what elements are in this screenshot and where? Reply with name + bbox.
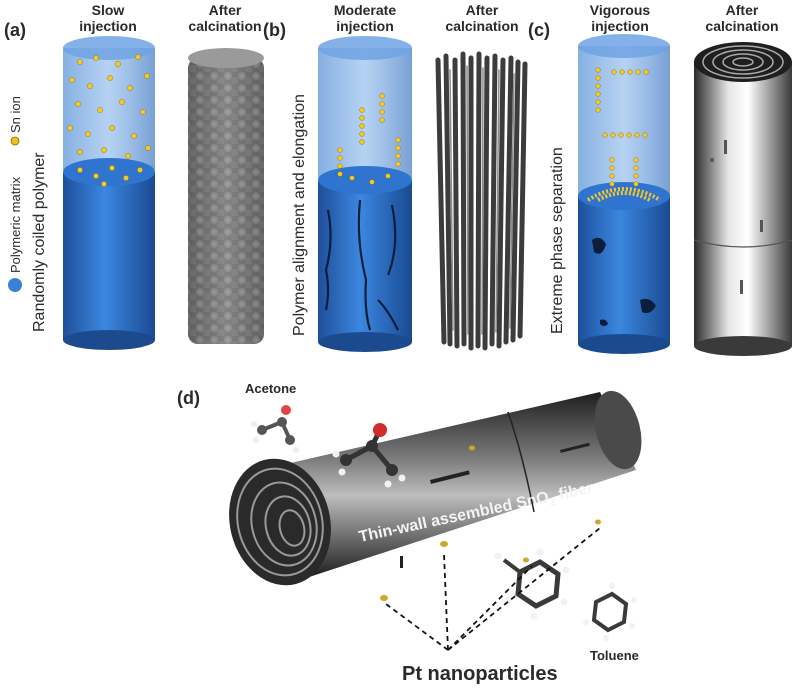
toluene-molecule-2 — [583, 583, 637, 641]
panel-a-polymer-cylinder — [63, 36, 155, 350]
panel-b-stage-line1: Moderate — [334, 2, 396, 18]
panel-b-stage-line2: injection — [336, 18, 394, 34]
panel-b-side-label: Polymer alignment and elongation — [291, 94, 308, 336]
panel-c-calcined-fiber — [693, 42, 793, 356]
panel-b-after-line2: calcination — [445, 18, 518, 34]
pt-nanoparticle-dots — [380, 445, 601, 601]
panel-a-letter: (a) — [4, 20, 26, 40]
sn-ion-legend-marker — [10, 136, 20, 146]
panel-c-after-line2: calcination — [705, 18, 778, 34]
panel-b-calcined-nanorods — [435, 51, 528, 351]
polymer-legend-label: Polymeric matrix — [8, 176, 23, 273]
panel-c-stage-line2: injection — [591, 18, 649, 34]
panel-d: (d) Acetone — [177, 381, 642, 685]
panel-c-after-line1: After — [726, 2, 759, 18]
acetone-molecule-2 — [332, 423, 406, 488]
panel-b-letter: (b) — [263, 20, 286, 40]
panel-a-stage-line2: injection — [79, 18, 137, 34]
panel-d-letter: (d) — [177, 388, 200, 408]
panel-a-calcined-fiber — [188, 48, 264, 344]
panel-c: (c) Vigorous injection After calcination… — [528, 2, 793, 356]
panel-b: (b) Moderate injection After calcination… — [263, 2, 528, 352]
panel-c-letter: (c) — [528, 20, 550, 40]
panel-a-after-line1: After — [209, 2, 242, 18]
panel-a-side-label: Randomly coiled polymer — [31, 152, 48, 332]
panel-a-stage-line1: Slow — [92, 2, 125, 18]
panel-c-polymer-cylinder — [578, 34, 670, 354]
toluene-molecule-1 — [494, 548, 570, 620]
fiber-end-cross-section — [229, 458, 331, 586]
toluene-label: Toluene — [590, 648, 639, 663]
panel-a: (a) Slow injection After calcination Pol… — [4, 2, 264, 350]
polymer-legend-marker — [8, 278, 22, 292]
panel-c-stage-line1: Vigorous — [590, 2, 651, 18]
sno2-fiber-model: Thin-wall assembled SnO2 fiber — [229, 390, 642, 601]
panel-b-after-line1: After — [466, 2, 499, 18]
pt-pointer-lines — [385, 527, 601, 651]
panel-c-side-label: Extreme phase separation — [549, 147, 566, 334]
acetone-molecule-1 — [251, 405, 299, 453]
pt-nanoparticles-label: Pt nanoparticles — [402, 663, 558, 685]
panel-a-after-line2: calcination — [188, 18, 261, 34]
acetone-label: Acetone — [245, 381, 296, 396]
panel-b-polymer-cylinder — [318, 36, 412, 352]
sn-ion-legend-label: Sn ion — [8, 96, 23, 133]
